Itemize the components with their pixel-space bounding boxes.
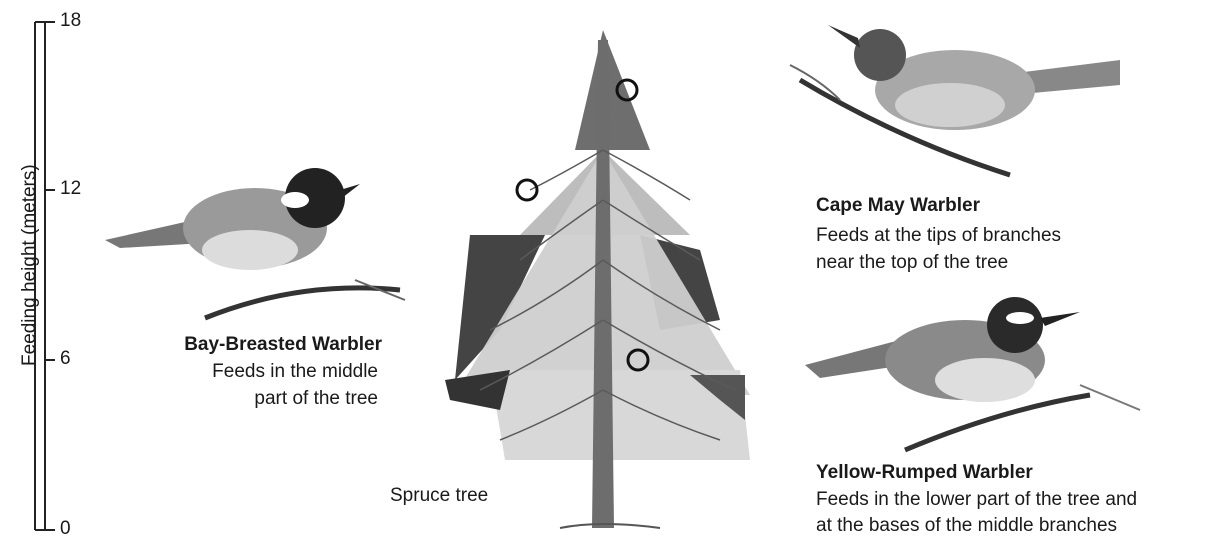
cape-may-warbler-name: Cape May Warbler — [816, 192, 980, 219]
cape-may-warbler-illustration — [790, 25, 1120, 175]
bay-breasted-warbler-desc-line1: Feeds in the middle — [100, 358, 378, 385]
yellow-rumped-warbler-name: Yellow-Rumped Warbler — [816, 459, 1033, 486]
spruce-tree-illustration — [445, 30, 750, 528]
axis-tick-label-12: 12 — [60, 178, 81, 200]
spruce-tree-label: Spruce tree — [390, 482, 488, 509]
bay-breasted-warbler-illustration — [105, 168, 405, 318]
yellow-rumped-warbler-desc-line1: Feeds in the lower part of the tree and — [816, 486, 1137, 513]
cape-may-warbler-desc-line2: near the top of the tree — [816, 249, 1008, 276]
axis-tick-label-6: 6 — [60, 348, 71, 370]
axis-tick-label-0: 0 — [60, 518, 71, 540]
bay-breasted-warbler-name: Bay-Breasted Warbler — [100, 331, 382, 358]
yellow-rumped-warbler-illustration — [805, 297, 1140, 450]
feeding-spot-circle — [517, 180, 537, 200]
cape-may-warbler-desc-line1: Feeds at the tips of branches — [816, 222, 1061, 249]
axis-tick-label-18: 18 — [60, 10, 81, 32]
yellow-rumped-warbler-desc-line2: at the bases of the middle branches — [816, 512, 1117, 539]
axis-title: Feeding height (meters) — [19, 166, 41, 366]
bay-breasted-warbler-desc-line2: part of the tree — [100, 385, 378, 412]
